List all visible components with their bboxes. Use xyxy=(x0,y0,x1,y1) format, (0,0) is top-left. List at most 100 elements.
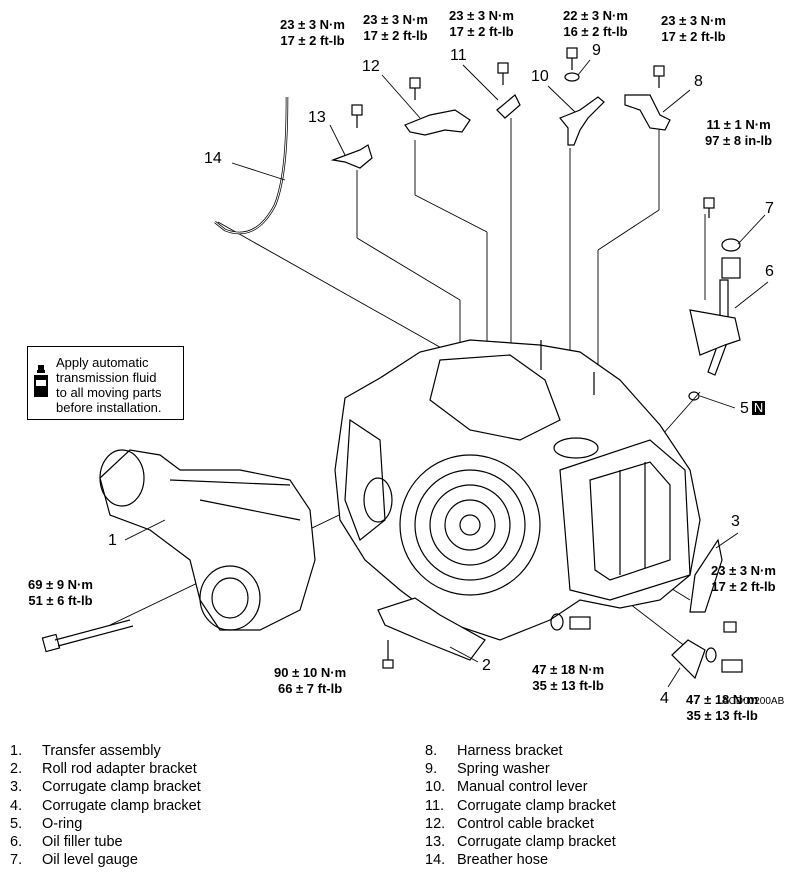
legend-label: Spring washer xyxy=(457,761,550,778)
callout-3: 3 xyxy=(731,513,740,530)
callout-13: 13 xyxy=(308,109,326,126)
legend-number: 14. xyxy=(425,852,446,869)
torque-spec-2a: 90 ± 10 N·m 66 ± 7 ft-lb xyxy=(274,665,346,697)
exploded-view-drawing xyxy=(41,47,769,688)
callout-2: 2 xyxy=(482,657,491,674)
washer-9-bolt xyxy=(566,47,578,70)
legend-item: 3. Corrugate clamp bracket xyxy=(10,778,201,796)
legend-label: Roll rod adapter bracket xyxy=(42,761,197,778)
torque-ftlb: 35 ± 13 ft-lb xyxy=(686,708,758,723)
callout-1: 1 xyxy=(108,532,117,549)
legend-item: 5.O-ring xyxy=(10,815,201,833)
callout-8: 8 xyxy=(694,73,703,90)
torque-nm: 47 ± 18 N·m xyxy=(532,662,605,677)
legend-item: 14. Breather hose xyxy=(425,851,616,869)
caution-line: transmission fluid xyxy=(56,370,157,385)
bracket-11-bolt xyxy=(497,62,509,85)
torque-ftlb: 51 ± 6 ft-lb xyxy=(28,593,93,608)
parts-legend-right: 8.Harness bracket 9. Spring washer 10. Man… xyxy=(425,742,616,869)
control-cable-bracket xyxy=(404,109,471,136)
callout-6: 6 xyxy=(765,263,774,280)
legend-number: 12. xyxy=(425,815,446,832)
callout-14: 14 xyxy=(204,150,222,167)
breather-hose xyxy=(214,96,289,235)
legend-number: 9. xyxy=(425,761,438,778)
legend-label: Control cable bracket xyxy=(457,815,595,832)
caution-line: before installation. xyxy=(56,400,162,415)
torque-spec-7: 11 ± 1 N·m 97 ± 8 in-lb xyxy=(705,117,772,149)
torque-inlb: 97 ± 8 in-lb xyxy=(705,133,773,148)
legend-item: 8.Harness bracket xyxy=(425,742,616,760)
legend-item: 7. Oil level gauge xyxy=(10,851,201,869)
torque-spec-2b: 47 ± 18 N·m 35 ± 13 ft-lb xyxy=(532,662,604,694)
callout-7: 7 xyxy=(765,200,774,217)
torque-spec-9: 22 ± 3 N·m 16 ± 2 ft-lb xyxy=(563,8,628,40)
bracket-12-bolt xyxy=(409,77,421,100)
caution-box: Apply automatic transmission fluid to al… xyxy=(27,346,184,420)
callout-11: 11 xyxy=(450,47,467,64)
legend-item: 12. Control cable bracket xyxy=(425,815,616,833)
legend-number: 2. xyxy=(10,761,23,778)
legend-label: Manual control lever xyxy=(457,779,588,796)
caution-text: Apply automatic transmission fluid to al… xyxy=(56,355,162,415)
oil-level-gauge xyxy=(721,238,741,279)
torque-spec-11: 23 ± 3 N·m 17 ± 2 ft-lb xyxy=(449,8,514,40)
legend-label: Corrugate clamp bracket xyxy=(457,797,616,814)
legend-label: O-ring xyxy=(42,815,83,832)
torque-ftlb: 17 ± 2 ft-lb xyxy=(449,24,514,39)
bracket-4-washer-bolt xyxy=(705,647,743,673)
legend-number: 7. xyxy=(10,852,23,869)
legend-label: Breather hose xyxy=(457,852,549,869)
roll-rod-adapter-bracket xyxy=(377,597,486,661)
legend-item: 13.Corrugate clamp bracket xyxy=(425,833,616,851)
legend-number: 13. xyxy=(425,834,446,851)
callout-pointers xyxy=(124,59,769,688)
caution-line: to all moving parts xyxy=(56,385,162,400)
atf-bottle-icon xyxy=(34,365,48,397)
torque-nm: 22 ± 3 N·m xyxy=(563,8,628,23)
legend-number: 6. xyxy=(10,834,23,851)
torque-spec-13: 23 ± 3 N·m 17 ± 2 ft-lb xyxy=(280,17,345,49)
legend-item: 1.Transfer assembly xyxy=(10,742,201,760)
torque-nm: 23 ± 3 N·m xyxy=(449,8,514,23)
transfer-assembly xyxy=(99,449,316,631)
legend-label: Corrugate clamp bracket xyxy=(42,779,201,796)
corrugate-clamp-bracket-13 xyxy=(330,144,373,169)
torque-ftlb: 17 ± 2 ft-lb xyxy=(280,33,345,48)
torque-nm: 23 ± 3 N·m xyxy=(661,13,726,28)
torque-nm: 23 ± 3 N·m xyxy=(711,563,776,578)
o-ring xyxy=(688,391,700,401)
legend-label: Corrugate clamp bracket xyxy=(42,797,201,814)
callout-5-number: 5 xyxy=(740,400,749,417)
legend-number: 3. xyxy=(10,779,23,796)
torque-ftlb: 16 ± 2 ft-lb xyxy=(563,24,628,39)
torque-spec-8: 23 ± 3 N·m 17 ± 2 ft-lb xyxy=(661,13,726,45)
legend-label: Oil level gauge xyxy=(42,852,138,869)
corrugate-clamp-bracket-11 xyxy=(496,94,521,119)
torque-spec-1: 69 ± 9 N·m 51 ± 6 ft-lb xyxy=(28,577,93,609)
filler-tube-bracket xyxy=(689,309,741,356)
torque-ftlb: 17 ± 2 ft-lb xyxy=(711,579,776,594)
transfer-bolt xyxy=(41,619,134,653)
legend-item: 2. Roll rod adapter bracket xyxy=(10,760,201,778)
figure-code: ACD00200AB xyxy=(722,696,785,707)
legend-item: 4. Corrugate clamp bracket xyxy=(10,797,201,815)
legend-label: Transfer assembly xyxy=(42,743,161,759)
caution-line: Apply automatic xyxy=(56,355,149,370)
manual-control-lever xyxy=(559,96,605,146)
torque-ftlb: 35 ± 13 ft-lb xyxy=(532,678,604,693)
callout-12: 12 xyxy=(362,58,380,75)
legend-number: 10. xyxy=(425,779,446,796)
torque-nm: 23 ± 3 N·m xyxy=(280,17,345,32)
legend-item: 9. Spring washer xyxy=(425,760,616,778)
legend-item: 6.Oil filler tube xyxy=(10,833,201,851)
legend-number: 4. xyxy=(10,797,23,814)
torque-nm: 69 ± 9 N·m xyxy=(28,577,93,592)
gauge-bolt xyxy=(703,197,715,218)
bracket-8-bolt xyxy=(653,65,665,88)
legend-label: Harness bracket xyxy=(457,743,563,759)
spring-washer xyxy=(564,72,580,82)
bracket-2-washer-bolt xyxy=(550,613,591,631)
harness-bracket xyxy=(624,94,671,131)
